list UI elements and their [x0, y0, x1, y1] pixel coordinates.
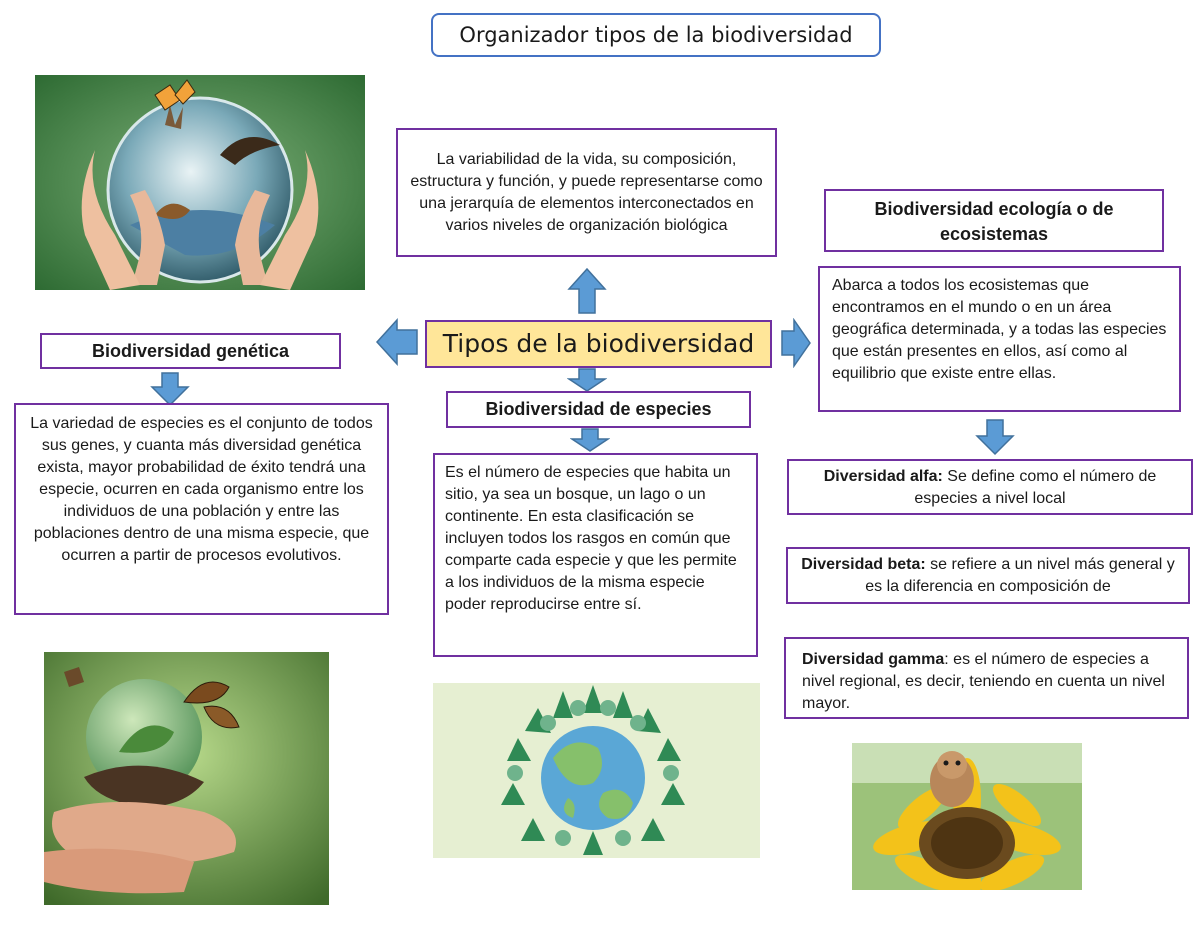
especies-text: Es el número de especies que habita un s…: [445, 464, 737, 613]
genetica-description: La variedad de especies es el conjunto d…: [14, 403, 389, 615]
gamma-label: Diversidad gamma: [802, 651, 945, 668]
globe-hands-animals-image: [35, 75, 365, 290]
beta-text: se refiere a un nivel más general y es l…: [865, 556, 1175, 595]
earth-trees-image: [433, 683, 760, 858]
alfa-text: Se define como el número de especies a n…: [914, 468, 1157, 507]
genetica-text: La variedad de especies es el conjunto d…: [30, 415, 373, 564]
especies-description: Es el número de especies que habita un s…: [433, 453, 758, 657]
arrow-down-icon: [567, 368, 607, 392]
ecologia-text: Abarca a todos los ecosistemas que encon…: [832, 277, 1167, 382]
alfa-label: Diversidad alfa:: [823, 468, 943, 485]
especies-header: Biodiversidad de especies: [446, 391, 751, 428]
arrow-down-icon: [975, 418, 1015, 456]
ecologia-description: Abarca a todos los ecosistemas que encon…: [818, 266, 1181, 412]
arrow-down-icon: [150, 371, 190, 407]
definition-box: La variabilidad de la vida, su composici…: [396, 128, 777, 257]
chipmunk-sunflower-image: [852, 743, 1082, 890]
ecologia-header: Biodiversidad ecología o de ecosistemas: [824, 189, 1164, 252]
arrow-up-icon: [567, 267, 607, 315]
central-topic: Tipos de la biodiversidad: [425, 320, 772, 368]
definition-text: La variabilidad de la vida, su composici…: [410, 150, 763, 234]
beta-label: Diversidad beta:: [801, 556, 926, 573]
seedling-globe-butterfly-image: [44, 652, 329, 905]
genetica-header: Biodiversidad genética: [40, 333, 341, 369]
alfa-box: Diversidad alfa: Se define como el númer…: [787, 459, 1193, 515]
gamma-text: : es el número de especies a nivel regio…: [802, 651, 1165, 712]
gamma-box: Diversidad gamma: es el número de especi…: [784, 637, 1189, 719]
beta-box: Diversidad beta: se refiere a un nivel m…: [786, 547, 1190, 604]
arrow-left-icon: [375, 318, 419, 366]
arrow-down-icon: [570, 428, 610, 452]
page-title: Organizador tipos de la biodiversidad: [431, 13, 881, 57]
arrow-right-icon: [780, 318, 812, 368]
